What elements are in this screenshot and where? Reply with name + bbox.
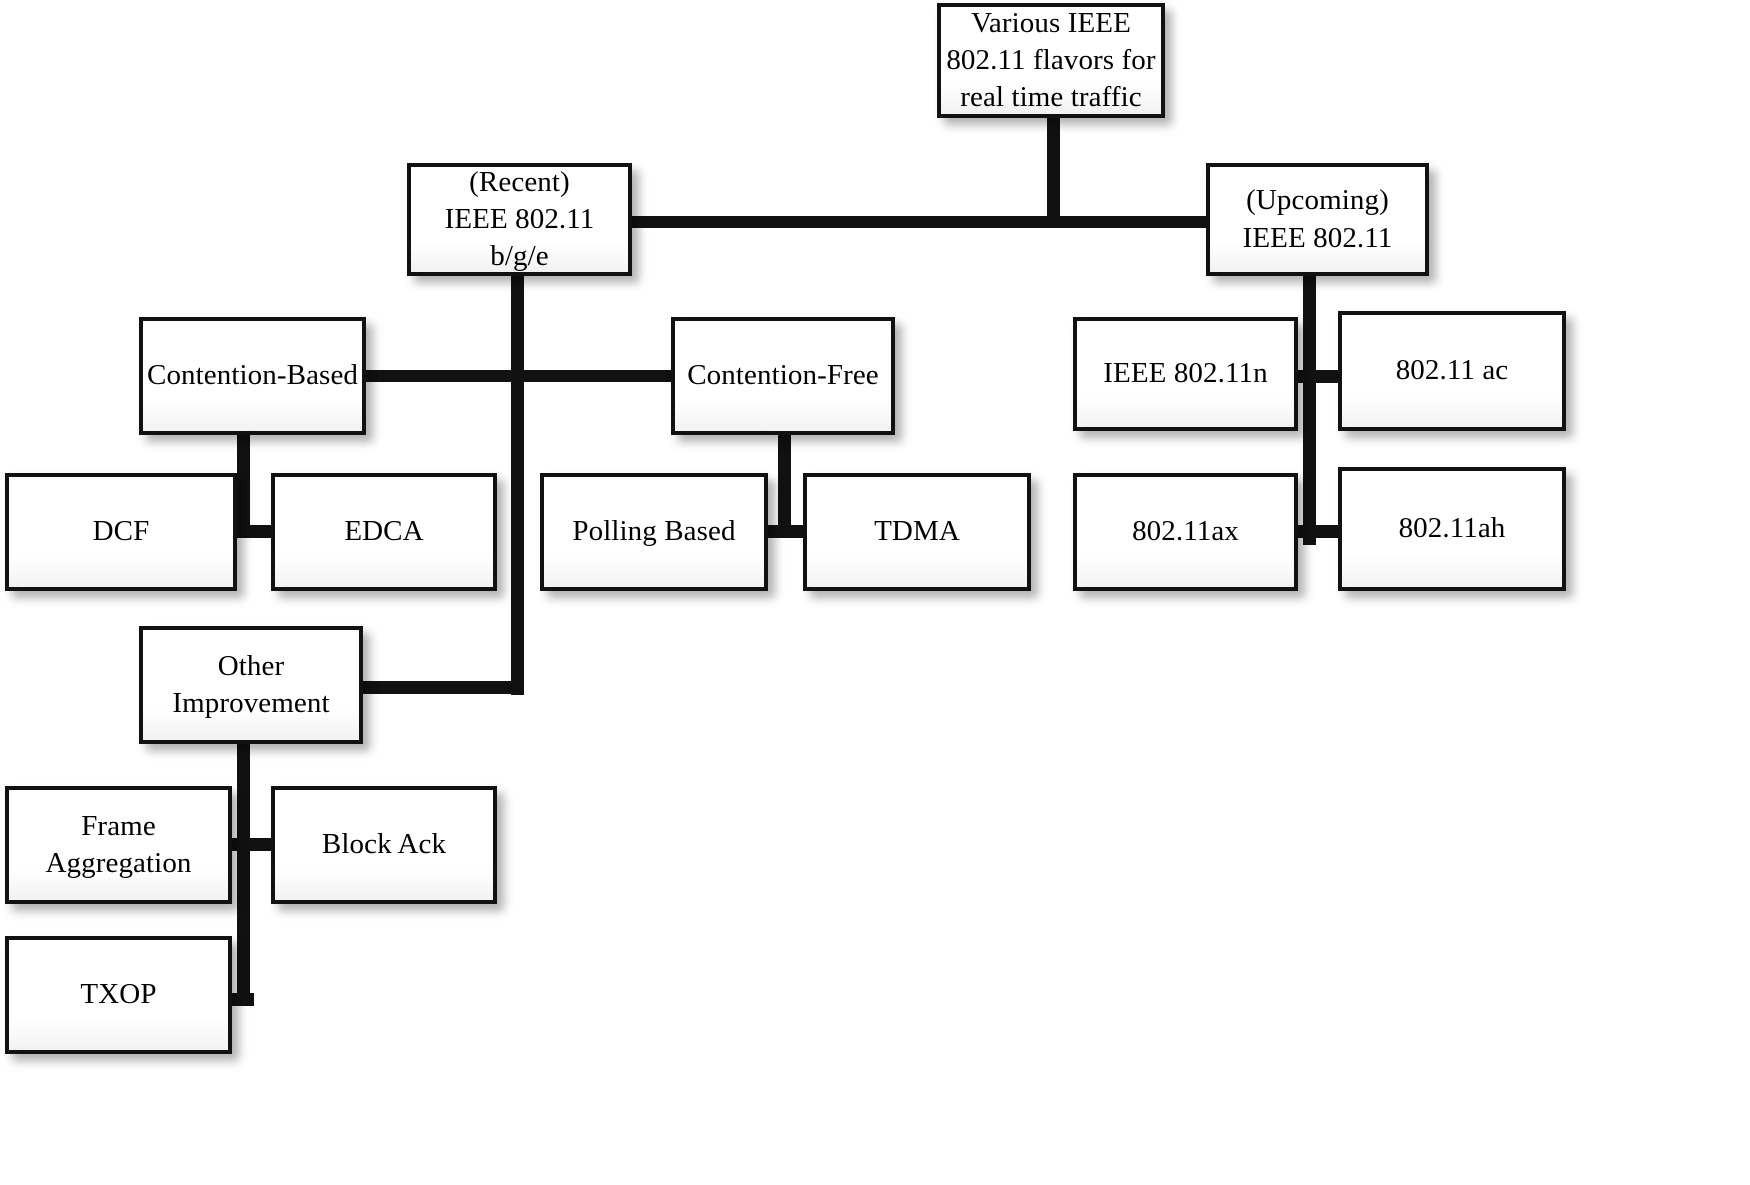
node-ieee-80211ac-label: 802.11 ac (1395, 354, 1509, 387)
node-block-ack-label: Block Ack (321, 828, 447, 861)
connector-11ax-11ah-join (1288, 525, 1350, 538)
node-frame-aggregation-label: Frame Aggregation (45, 809, 192, 879)
node-ieee-80211ax-label: 802.11ax (1132, 515, 1239, 548)
node-dcf-label: DCF (92, 515, 150, 548)
connector-contention-free-down (778, 432, 791, 535)
node-polling-based[interactable]: Polling Based (540, 473, 768, 591)
node-root-label: Various IEEE 802.11 flavors for real tim… (946, 6, 1156, 114)
node-polling-based-label: Polling Based (572, 515, 736, 548)
node-contention-free-label: Contention-Free (687, 359, 879, 392)
connector-contention-spine (360, 370, 675, 382)
connector-11n-11ac-join (1288, 370, 1350, 383)
node-recent-label: (Recent) IEEE 802.11 b/g/e (444, 165, 595, 273)
node-tdma[interactable]: TDMA (803, 473, 1031, 591)
node-upcoming[interactable]: (Upcoming) IEEE 802.11 (1206, 163, 1429, 276)
node-block-ack[interactable]: Block Ack (271, 786, 497, 904)
node-txop[interactable]: TXOP (5, 936, 232, 1054)
node-ieee-80211ah[interactable]: 802.11ah (1338, 467, 1566, 591)
node-root[interactable]: Various IEEE 802.11 flavors for real tim… (937, 3, 1165, 118)
connector-dcf-edca-join (222, 525, 284, 538)
node-ieee-80211ah-label: 802.11ah (1398, 512, 1506, 545)
connector-root-down (1047, 112, 1060, 222)
node-edca[interactable]: EDCA (271, 473, 497, 591)
connector-recent-trunk (511, 275, 524, 695)
node-frame-aggregation[interactable]: Frame Aggregation (5, 786, 232, 904)
node-dcf[interactable]: DCF (5, 473, 237, 591)
node-edca-label: EDCA (344, 515, 424, 548)
node-upcoming-label: (Upcoming) IEEE 802.11 (1242, 184, 1393, 254)
connector-frame-blockack-join (222, 838, 284, 851)
node-other-improvement[interactable]: Other Improvement (139, 626, 363, 744)
connector-contention-based-down (237, 432, 250, 535)
node-contention-based-label: Contention-Based (147, 359, 359, 392)
node-recent[interactable]: (Recent) IEEE 802.11 b/g/e (407, 163, 632, 276)
connector-upcoming-trunk (1303, 275, 1316, 545)
node-contention-free[interactable]: Contention-Free (671, 317, 895, 435)
connector-other-improvement-down (237, 740, 250, 1005)
connector-level2-spine (630, 216, 1215, 228)
node-ieee-80211n[interactable]: IEEE 802.11n (1073, 317, 1298, 431)
node-contention-based[interactable]: Contention-Based (139, 317, 366, 435)
node-tdma-label: TDMA (874, 515, 960, 548)
node-ieee-80211ax[interactable]: 802.11ax (1073, 473, 1298, 591)
node-ieee-80211n-label: IEEE 802.11n (1103, 357, 1268, 390)
connector-other-improvement-stub (358, 681, 523, 694)
node-txop-label: TXOP (80, 978, 157, 1011)
node-other-improvement-label: Other Improvement (172, 649, 330, 719)
node-ieee-80211ac[interactable]: 802.11 ac (1338, 311, 1566, 431)
